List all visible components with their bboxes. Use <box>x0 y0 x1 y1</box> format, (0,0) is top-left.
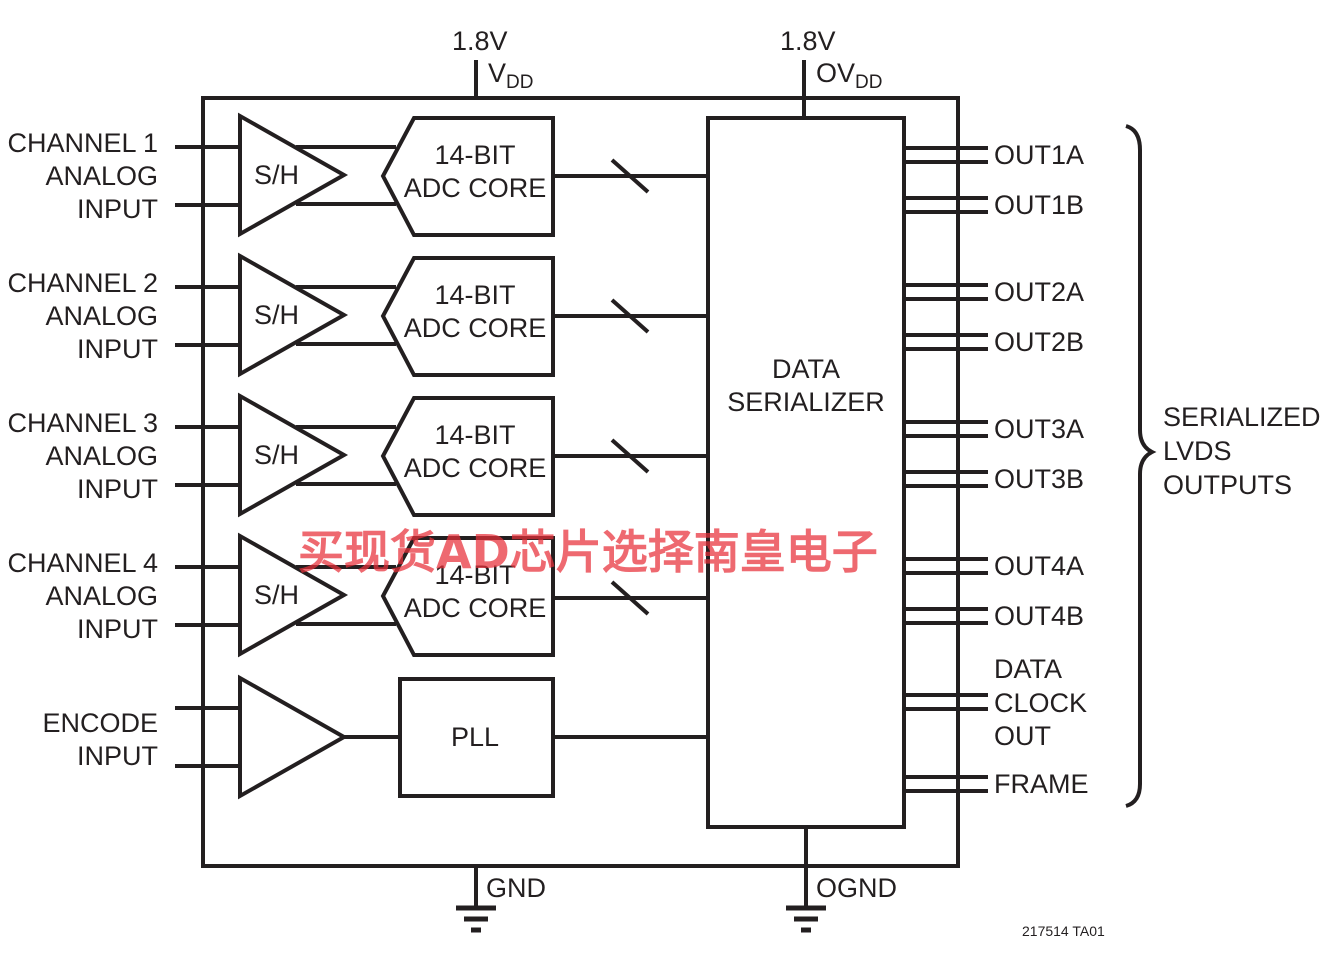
output-pins: OUT1A OUT1B OUT2A OUT2B OUT3A OUT3B OUT4… <box>904 140 1089 799</box>
package-outline <box>201 96 960 868</box>
pll-label: PLL <box>451 722 499 752</box>
adc-1-core-label: ADC CORE <box>404 173 547 203</box>
channel-4-analog-label: ANALOG <box>45 581 158 611</box>
sample-hold-1 <box>238 112 349 238</box>
encode-buffer <box>238 674 349 800</box>
out4b-pin <box>904 607 988 625</box>
channel-2: CHANNEL 2 ANALOG INPUT S/H 14-BIT ADC CO… <box>7 252 708 378</box>
serialized-lvds-label-line1: SERIALIZED <box>1163 402 1321 432</box>
sample-hold-4 <box>238 532 349 658</box>
serializer-label-line1: DATA <box>772 354 840 384</box>
channel-1-label: CHANNEL 1 <box>7 128 158 158</box>
serialized-lvds-label-line2: LVDS <box>1163 436 1232 466</box>
watermark-text: 买现货AD芯片选择南皇电子 <box>298 525 878 579</box>
figure-id: 217514 TA01 <box>1022 923 1105 939</box>
bus-slash-2 <box>610 298 650 334</box>
out1a-label: OUT1A <box>994 140 1084 170</box>
serializer-label-line2: SERIALIZER <box>727 387 885 417</box>
ognd-label: OGND <box>816 873 897 903</box>
channel-2-label: CHANNEL 2 <box>7 268 158 298</box>
channel-4-label: CHANNEL 4 <box>7 548 158 578</box>
out2b-pin <box>904 333 988 351</box>
adc-2-bits-label: 14-BIT <box>434 280 515 310</box>
clock-out-pin <box>904 693 988 711</box>
vdd-voltage-label: 1.8V <box>452 26 508 56</box>
outputs-brace <box>1125 124 1157 808</box>
out1a-pin <box>904 146 988 164</box>
clock-out-label-line1: DATA <box>994 654 1062 684</box>
adc-2-core-label: ADC CORE <box>404 313 547 343</box>
out3a-pin <box>904 420 988 438</box>
encode-path: ENCODE INPUT PLL <box>42 674 708 800</box>
bus-slash-3 <box>610 438 650 474</box>
data-serializer-block: DATA SERIALIZER <box>706 116 906 829</box>
serialized-lvds-label-line3: OUTPUTS <box>1163 470 1292 500</box>
channel-1-analog-label: ANALOG <box>45 161 158 191</box>
adc-core-3 <box>380 396 555 517</box>
out3b-label: OUT3B <box>994 464 1084 494</box>
encode-input-label: INPUT <box>77 741 158 771</box>
ovdd-pin: 1.8V OVDD <box>780 26 882 118</box>
out4a-pin <box>904 557 988 575</box>
channel-3: CHANNEL 3 ANALOG INPUT S/H 14-BIT ADC CO… <box>7 392 708 518</box>
adc-4-bits-label: 14-BIT <box>434 560 515 590</box>
channel-3-label: CHANNEL 3 <box>7 408 158 438</box>
ovdd-voltage-label: 1.8V <box>780 26 836 56</box>
adc-1-bits-label: 14-BIT <box>434 140 515 170</box>
channel-4: CHANNEL 4 ANALOG INPUT S/H 14-BIT ADC CO… <box>7 532 708 658</box>
bus-slash-1 <box>610 158 650 194</box>
sh-1-label: S/H <box>254 160 299 190</box>
gnd-pin: GND <box>456 866 546 933</box>
out3a-label: OUT3A <box>994 414 1084 444</box>
frame-pin <box>904 775 988 793</box>
adc-core-2 <box>380 256 555 377</box>
frame-label: FRAME <box>994 769 1089 799</box>
gnd-label: GND <box>486 873 546 903</box>
out1b-pin <box>904 196 988 214</box>
adc-core-1 <box>380 116 555 237</box>
sh-2-label: S/H <box>254 300 299 330</box>
out4a-label: OUT4A <box>994 551 1084 581</box>
sample-hold-3 <box>238 392 349 518</box>
vdd-pin: 1.8V VDD <box>452 26 533 98</box>
clock-out-label-line2: CLOCK <box>994 688 1087 718</box>
channel-3-analog-label: ANALOG <box>45 441 158 471</box>
adc-3-bits-label: 14-BIT <box>434 420 515 450</box>
out2a-pin <box>904 283 988 301</box>
adc-4-core-label: ADC CORE <box>404 593 547 623</box>
adc-3-core-label: ADC CORE <box>404 453 547 483</box>
channel-4-input-label: INPUT <box>77 614 158 644</box>
out4b-label: OUT4B <box>994 601 1084 631</box>
ovdd-label: OVDD <box>816 58 882 93</box>
bus-slash-4 <box>610 580 650 616</box>
channel-1: CHANNEL 1 ANALOG INPUT S/H 14-BIT ADC CO… <box>7 112 708 238</box>
ognd-pin: OGND <box>786 827 897 933</box>
out2b-label: OUT2B <box>994 327 1084 357</box>
sh-3-label: S/H <box>254 440 299 470</box>
adc-core-4 <box>380 536 555 657</box>
channel-2-input-label: INPUT <box>77 334 158 364</box>
sh-4-label: S/H <box>254 580 299 610</box>
out2a-label: OUT2A <box>994 277 1084 307</box>
sample-hold-2 <box>238 252 349 378</box>
out1b-label: OUT1B <box>994 190 1084 220</box>
clock-out-label-line3: OUT <box>994 721 1051 751</box>
channel-2-analog-label: ANALOG <box>45 301 158 331</box>
channel-3-input-label: INPUT <box>77 474 158 504</box>
channel-1-input-label: INPUT <box>77 194 158 224</box>
vdd-label: VDD <box>488 58 533 93</box>
encode-label: ENCODE <box>42 708 158 738</box>
out3b-pin <box>904 470 988 488</box>
